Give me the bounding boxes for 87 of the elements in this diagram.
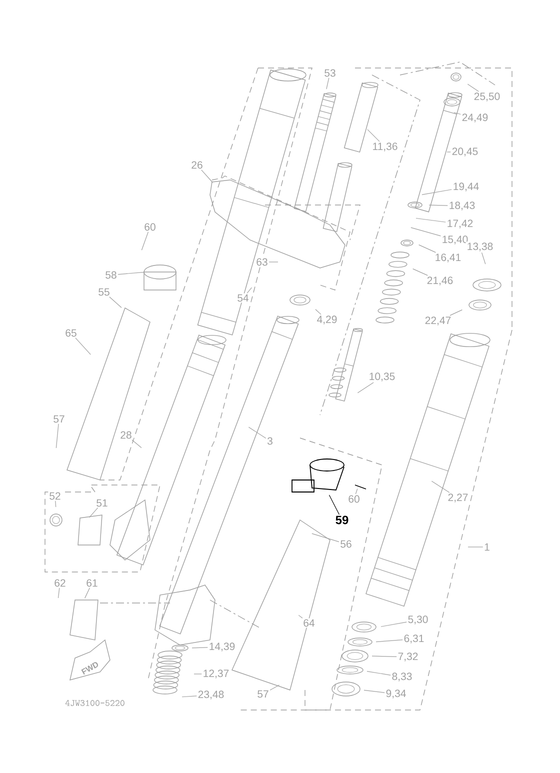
leader-line — [418, 244, 436, 253]
callout-number: 64 — [302, 618, 316, 628]
leader-line — [467, 84, 479, 92]
leader-line — [428, 204, 448, 206]
leader-line — [248, 426, 266, 439]
callout-number: 17,42 — [446, 218, 474, 230]
leader-line — [84, 588, 90, 598]
callout-number: 55 — [97, 287, 111, 297]
leader-line — [55, 500, 56, 508]
callout-number: 54 — [236, 293, 250, 303]
callout-number: 1 — [483, 542, 491, 552]
leader-line — [431, 480, 450, 493]
leader-line — [58, 588, 60, 598]
callout-number: 25,50 — [472, 92, 502, 102]
leader-line — [364, 690, 385, 693]
leader-line — [422, 189, 452, 195]
callout-number: 18,43 — [448, 200, 476, 212]
callout-number: 58 — [104, 270, 118, 280]
callout-number: 53 — [323, 68, 337, 78]
callout-number: 13,38 — [466, 242, 494, 252]
callout-number: 52 — [48, 491, 62, 501]
sign-label: FWD — [81, 662, 98, 675]
leader-line — [380, 622, 407, 627]
callout-number: 60 — [143, 222, 157, 232]
callout-number: 7,32 — [396, 652, 420, 662]
leader-line — [246, 287, 252, 294]
leader-line — [454, 112, 461, 115]
callout-number: 2,27 — [446, 492, 470, 504]
callout-number: 63 — [255, 257, 269, 267]
callout-number: 9,34 — [384, 688, 408, 700]
leader-line — [192, 647, 208, 648]
callout-number: 26 — [190, 160, 204, 170]
leader-line — [357, 382, 374, 394]
callout-number: 6,31 — [402, 634, 426, 644]
leader-line — [468, 546, 484, 548]
callout-number: 57 — [52, 414, 66, 424]
callout-number: 8,33 — [390, 672, 414, 682]
leader-line — [372, 656, 397, 657]
leader-line — [366, 671, 391, 676]
callout-number: 3 — [266, 436, 274, 446]
leader-line — [416, 218, 446, 222]
leader-line — [298, 614, 303, 618]
leader-line — [450, 310, 462, 316]
callout-number: 22,47 — [424, 316, 452, 326]
leader-line — [109, 296, 122, 308]
leader-line — [141, 232, 149, 250]
callout-number: 56 — [339, 539, 353, 549]
leader-line — [270, 684, 280, 690]
leader-line — [355, 488, 358, 494]
leader-line — [201, 170, 213, 183]
callout-number: 12,37 — [202, 668, 230, 680]
callout-number: 16,41 — [434, 252, 462, 264]
leader-line — [326, 78, 330, 90]
leader-line — [312, 533, 340, 542]
callout-number: 62 — [53, 578, 67, 588]
leader-line — [315, 309, 322, 315]
leader-line — [328, 494, 340, 515]
callout-number: 51 — [95, 498, 109, 508]
callout-number: 20,45 — [450, 146, 480, 158]
leader-line — [182, 696, 197, 698]
leader-line — [412, 268, 428, 276]
callout-number: 11,36 — [371, 142, 399, 152]
callout-number: 21,46 — [426, 276, 454, 286]
callout-number: 65 — [64, 328, 78, 338]
leader-line — [410, 227, 441, 236]
callout-number: 5,30 — [406, 614, 430, 626]
callout-number: 57 — [256, 689, 270, 699]
leader-line — [481, 252, 486, 264]
callout-number: 23,48 — [196, 690, 226, 700]
callout-number: 14,39 — [208, 642, 236, 652]
part-drawing — [292, 458, 344, 492]
callout-number: 24,49 — [460, 112, 490, 124]
leader-line — [89, 508, 98, 518]
leader-line — [367, 129, 380, 142]
callout-number: 19,44 — [452, 182, 480, 192]
leader-line — [132, 440, 142, 448]
callout-number: 4,29 — [316, 314, 338, 326]
part-number: 4JW3100-5220 — [65, 700, 124, 706]
callout-number: 61 — [85, 578, 99, 588]
callout-number: 28 — [119, 430, 133, 440]
leader-line — [75, 338, 91, 355]
leader-line — [376, 640, 403, 642]
leader-line — [118, 272, 144, 275]
callout-number: 10,35 — [368, 372, 396, 382]
callout-number: 59 — [334, 514, 350, 526]
leader-line — [56, 424, 59, 448]
callout-number: 60 — [347, 494, 361, 504]
